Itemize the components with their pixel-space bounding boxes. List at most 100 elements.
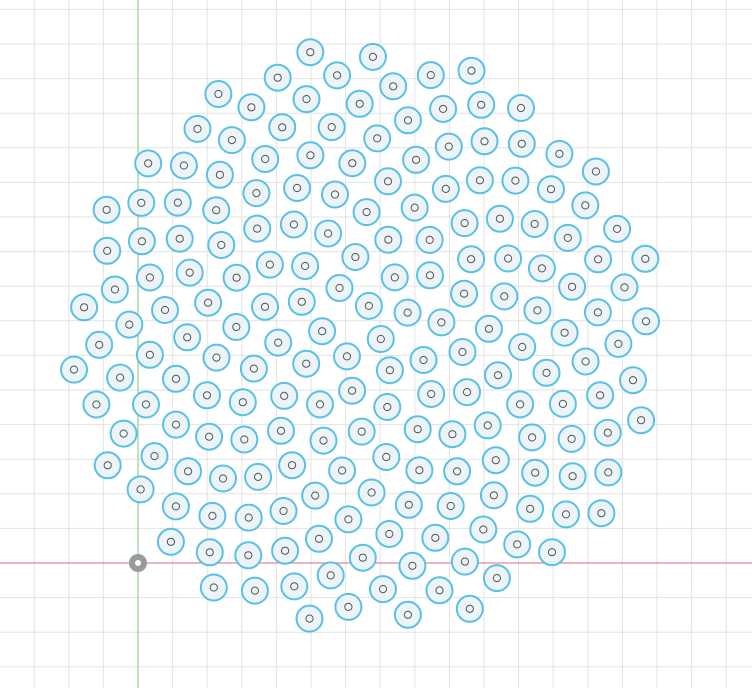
hole-ring[interactable]	[173, 323, 202, 352]
hole-ring[interactable]	[325, 274, 354, 302]
hole-ring[interactable]	[183, 114, 212, 143]
hole[interactable]	[352, 198, 381, 227]
hole[interactable]	[278, 451, 307, 480]
hole[interactable]	[434, 132, 463, 161]
hole[interactable]	[162, 410, 190, 439]
hole-ring[interactable]	[174, 457, 203, 486]
hole-ring[interactable]	[127, 188, 156, 217]
hole[interactable]	[557, 424, 586, 453]
hole-ring[interactable]	[366, 325, 395, 353]
hole[interactable]	[507, 94, 535, 122]
hole[interactable]	[583, 298, 612, 327]
hole[interactable]	[237, 93, 266, 122]
hole[interactable]	[134, 149, 163, 178]
hole-ring[interactable]	[474, 314, 503, 343]
hole[interactable]	[455, 594, 484, 623]
hole[interactable]	[604, 329, 633, 358]
hole-ring[interactable]	[603, 214, 632, 243]
hole[interactable]	[194, 288, 223, 317]
hole[interactable]	[372, 443, 401, 471]
hole-ring[interactable]	[631, 244, 660, 273]
hole[interactable]	[301, 481, 330, 510]
hole-pattern[interactable]	[60, 38, 660, 633]
hole-ring[interactable]	[317, 113, 346, 142]
hole-ring[interactable]	[109, 419, 138, 448]
hole-ring[interactable]	[507, 129, 536, 158]
hole-ring[interactable]	[169, 151, 198, 180]
hole[interactable]	[357, 478, 386, 507]
hole[interactable]	[334, 592, 363, 621]
hole-ring[interactable]	[115, 310, 144, 339]
hole-ring[interactable]	[292, 85, 321, 114]
hole-ring[interactable]	[398, 551, 427, 580]
hole[interactable]	[341, 243, 370, 271]
hole[interactable]	[416, 61, 445, 90]
hole-ring[interactable]	[558, 272, 587, 301]
hole-ring[interactable]	[373, 393, 402, 421]
hole[interactable]	[398, 551, 427, 580]
hole[interactable]	[470, 127, 499, 156]
hole-ring[interactable]	[436, 492, 465, 520]
hole-ring[interactable]	[106, 363, 135, 392]
hole-ring[interactable]	[195, 422, 224, 451]
hole[interactable]	[70, 293, 99, 322]
hole[interactable]	[173, 323, 202, 352]
hole[interactable]	[374, 167, 402, 196]
hole-ring[interactable]	[470, 127, 499, 156]
hole-ring[interactable]	[287, 287, 316, 316]
hole[interactable]	[508, 333, 537, 361]
hole-ring[interactable]	[323, 61, 352, 90]
hole[interactable]	[271, 536, 300, 565]
hole-ring[interactable]	[405, 456, 434, 485]
hole[interactable]	[545, 139, 574, 168]
hole[interactable]	[518, 423, 547, 452]
hole-ring[interactable]	[434, 132, 463, 161]
hole-ring[interactable]	[162, 410, 190, 439]
hole[interactable]	[443, 457, 472, 486]
hole[interactable]	[619, 366, 647, 395]
hole[interactable]	[490, 282, 519, 311]
hole-ring[interactable]	[175, 258, 204, 287]
hole-ring[interactable]	[457, 56, 486, 85]
hole[interactable]	[421, 523, 450, 552]
hole[interactable]	[632, 307, 660, 336]
hole-ring[interactable]	[473, 411, 502, 440]
hole-ring[interactable]	[198, 501, 227, 530]
hole-ring[interactable]	[627, 406, 656, 435]
hole[interactable]	[140, 442, 169, 471]
hole-ring[interactable]	[545, 139, 574, 168]
hole-ring[interactable]	[375, 520, 404, 548]
hole[interactable]	[228, 388, 257, 417]
hole-ring[interactable]	[234, 541, 263, 570]
hole-ring[interactable]	[195, 538, 224, 567]
hole[interactable]	[280, 572, 309, 601]
hole-ring[interactable]	[450, 209, 479, 238]
hole-ring[interactable]	[469, 515, 498, 544]
hole[interactable]	[427, 308, 456, 337]
hole-ring[interactable]	[521, 458, 550, 487]
hole-ring[interactable]	[516, 494, 545, 523]
hole[interactable]	[287, 287, 316, 316]
hole[interactable]	[465, 166, 494, 195]
hole-ring[interactable]	[484, 361, 512, 390]
hole-ring[interactable]	[523, 296, 552, 325]
hole-ring[interactable]	[263, 63, 292, 92]
hole-ring[interactable]	[204, 80, 233, 108]
hole[interactable]	[436, 492, 465, 520]
hole[interactable]	[593, 418, 622, 447]
hole-ring[interactable]	[345, 89, 374, 118]
hole[interactable]	[328, 456, 357, 485]
hole-ring[interactable]	[537, 175, 565, 204]
hole-ring[interactable]	[571, 191, 600, 220]
hole[interactable]	[255, 250, 284, 279]
hole-ring[interactable]	[165, 224, 194, 253]
hole[interactable]	[366, 325, 395, 353]
hole[interactable]	[292, 85, 321, 114]
hole-ring[interactable]	[417, 380, 446, 408]
hole-ring[interactable]	[202, 196, 231, 225]
hole[interactable]	[100, 275, 129, 304]
hole[interactable]	[610, 273, 639, 302]
hole-ring[interactable]	[341, 243, 370, 271]
hole[interactable]	[450, 279, 479, 308]
hole[interactable]	[405, 456, 434, 485]
